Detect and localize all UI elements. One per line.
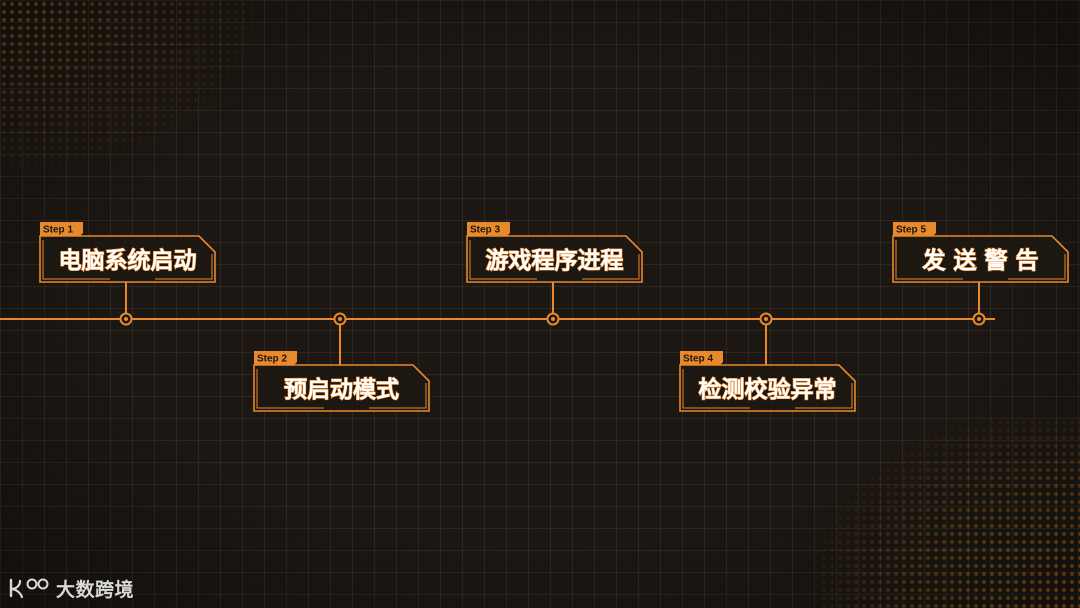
step-box-inner-accent — [895, 240, 963, 280]
step-box-inner-accent — [369, 383, 427, 409]
timeline-node-dot — [551, 317, 555, 321]
step-box-inner-accent — [682, 369, 750, 409]
step-tag-bg — [893, 222, 936, 236]
timeline-node-dot — [977, 317, 981, 321]
step-tag: Step 1 — [43, 225, 73, 236]
step-tag-bg — [467, 222, 510, 236]
step-title: 预启动模式 — [284, 376, 399, 403]
step-box — [253, 364, 430, 412]
step-tag: Step 2 — [257, 354, 287, 365]
step-box — [892, 235, 1069, 283]
step-tag-bg — [254, 351, 297, 365]
step-box-inner-accent — [42, 240, 110, 280]
step-tag-bg — [40, 222, 83, 236]
step-box — [679, 364, 856, 412]
step-title: 电脑系统启动 — [59, 247, 197, 274]
timeline-node-dot — [338, 317, 342, 321]
step-title: 发 送 警 告 — [921, 247, 1038, 274]
step-box-inner-accent — [582, 254, 640, 280]
halftone-dots-bottom-right — [820, 418, 1080, 608]
step-tag-bg — [680, 351, 723, 365]
timeline-node-dot — [124, 317, 128, 321]
halftone-dots-top-left — [0, 0, 260, 170]
brand-logo-text: 大数跨境 — [56, 578, 135, 601]
timeline-node-dot — [764, 317, 768, 321]
step-box — [39, 235, 216, 283]
step-title: 检测校验异常 — [699, 376, 837, 403]
step-box-inner-accent — [795, 383, 853, 409]
step-title: 游戏程序进程 — [486, 247, 624, 274]
step-box-inner-accent — [469, 240, 537, 280]
brand-logo-icon — [9, 578, 49, 599]
step-box-inner-accent — [256, 369, 324, 409]
step-box-inner-accent — [155, 254, 213, 280]
step-tag: Step 4 — [683, 354, 713, 365]
step-tag: Step 5 — [896, 225, 926, 236]
step-box-inner-accent — [1008, 254, 1066, 280]
step-tag: Step 3 — [470, 225, 500, 236]
brand-logo: 大数跨境 — [8, 574, 134, 602]
step-box — [466, 235, 643, 283]
